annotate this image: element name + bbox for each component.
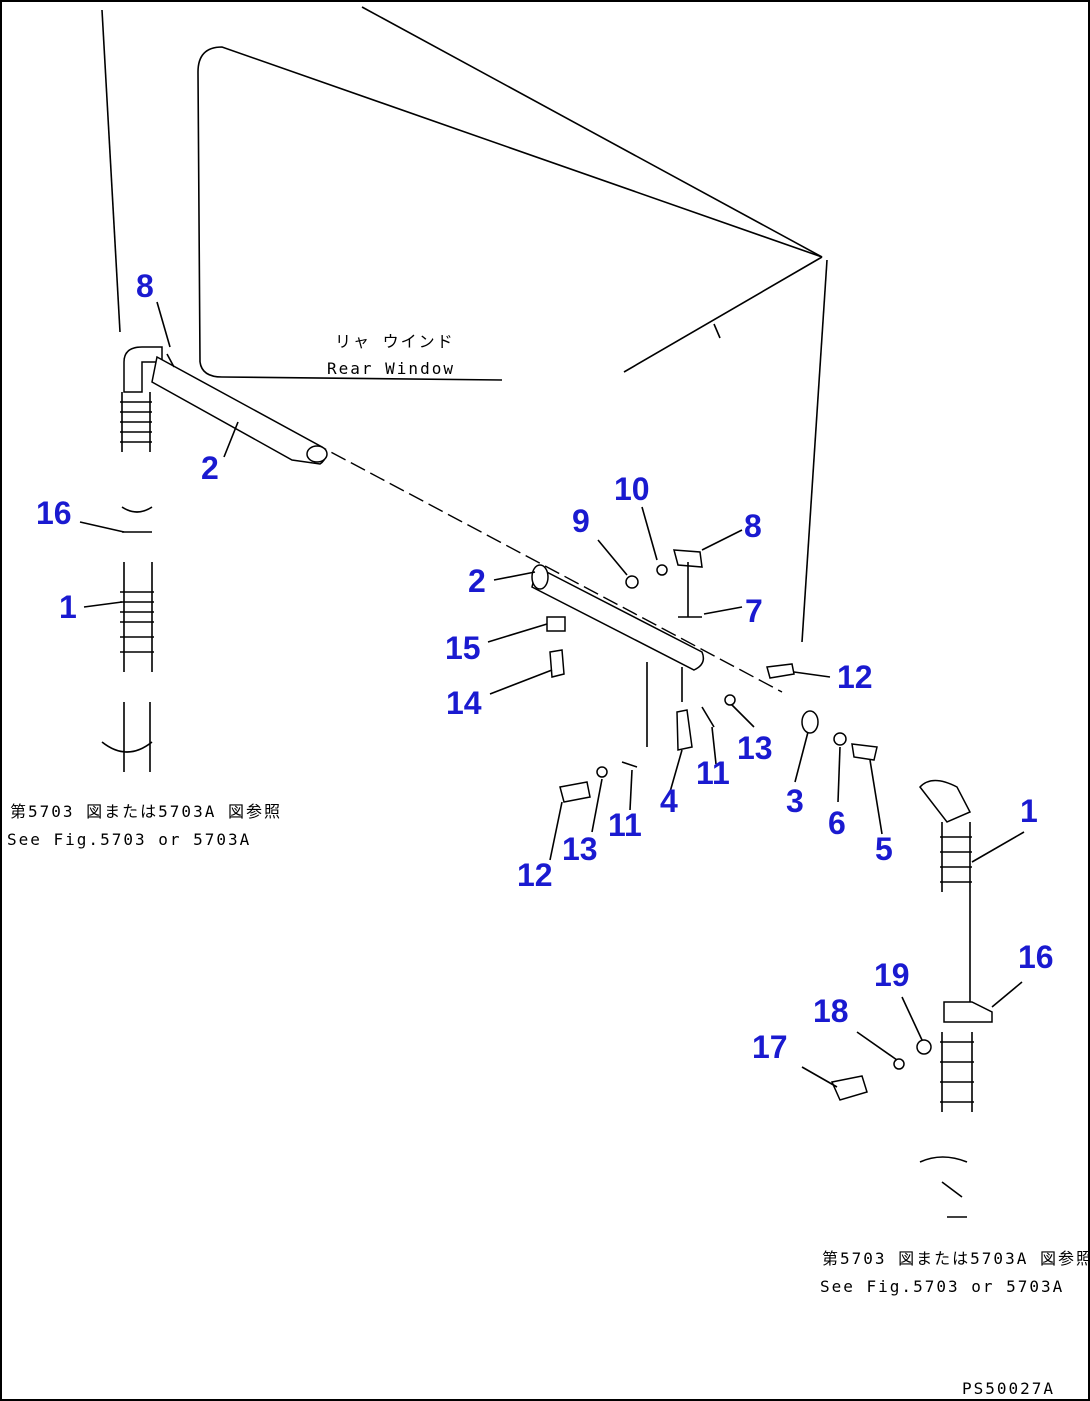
part-14-bolt	[549, 649, 565, 678]
part-13-washer-right	[724, 694, 736, 706]
callout-11: 11	[696, 755, 730, 791]
part-7-bracket	[678, 562, 702, 618]
part-8-clip	[673, 549, 703, 568]
part-11-clip-mid	[701, 706, 715, 728]
part-11-clip-left	[621, 761, 638, 768]
left-vertical-line	[101, 9, 121, 333]
part-12-screw-right	[766, 663, 795, 679]
part-5-bolt	[851, 743, 878, 761]
callout-13: 13	[562, 831, 598, 867]
callout-4: 4	[660, 783, 678, 819]
callout-3: 3	[786, 783, 804, 819]
rear-window-outline	[197, 6, 828, 643]
window-label-jp: リャ ウインド	[335, 332, 455, 351]
part-10-washer	[656, 564, 668, 576]
callout-19: 19	[874, 957, 910, 993]
part-15-nut	[546, 616, 566, 632]
callout-12: 12	[517, 857, 553, 893]
callout-16: 16	[36, 495, 72, 531]
ref-left-en: See Fig.5703 or 5703A	[7, 830, 251, 849]
leader-lines	[79, 301, 1025, 1088]
callout-14: 14	[446, 685, 482, 721]
small-parts	[546, 549, 878, 803]
callout-7: 7	[745, 593, 763, 629]
ref-left-jp: 第5703 図または5703A 図参照	[10, 802, 282, 821]
part-3-nozzle	[801, 710, 819, 734]
callout-8: 8	[136, 268, 154, 304]
callout-1: 1	[59, 589, 77, 625]
guide-line	[311, 441, 783, 693]
part-4-nozzle	[676, 709, 693, 751]
callout-16: 16	[1018, 939, 1054, 975]
callout-1: 1	[1020, 793, 1038, 829]
callout-18: 18	[813, 993, 849, 1029]
part-12-screw-left	[559, 781, 591, 803]
callout-2: 2	[201, 450, 219, 486]
figure-code: PS50027A	[962, 1379, 1055, 1398]
callout-8: 8	[744, 508, 762, 544]
right-hose-assembly	[830, 779, 993, 1218]
upper-pipe	[151, 353, 328, 465]
callout-9: 9	[572, 503, 590, 539]
left-hose-assembly	[101, 346, 163, 772]
ref-right-en: See Fig.5703 or 5703A	[820, 1277, 1064, 1296]
callout-11: 11	[608, 807, 642, 843]
callout-2: 2	[468, 563, 486, 599]
part-6-washer	[833, 732, 847, 746]
part-9-bolt	[625, 575, 639, 589]
window-label-en: Rear Window	[327, 359, 455, 378]
ref-right-jp: 第5703 図または5703A 図参照	[822, 1249, 1090, 1268]
callout-17: 17	[752, 1029, 788, 1065]
middle-pipe	[531, 564, 705, 747]
callout-13: 13	[737, 730, 773, 766]
part-13-washer-left	[596, 766, 608, 778]
callout-12: 12	[837, 659, 873, 695]
callout-10: 10	[614, 471, 650, 507]
callout-15: 15	[445, 630, 481, 666]
callout-6: 6	[828, 805, 846, 841]
callout-5: 5	[875, 831, 893, 867]
